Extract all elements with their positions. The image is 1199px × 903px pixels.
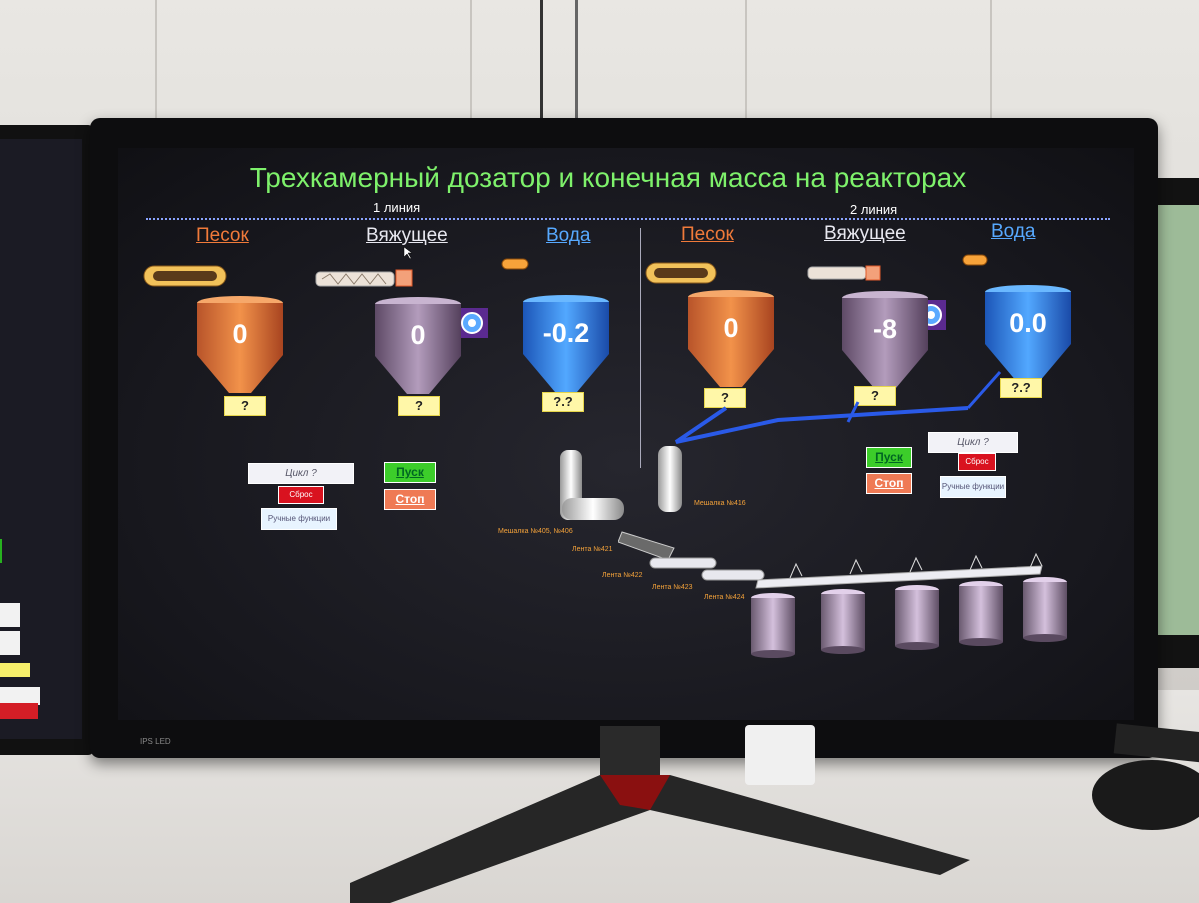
belt-422-label: Лента №422: [602, 572, 643, 579]
line2-water-valve-icon[interactable]: [961, 252, 991, 268]
belt-423-label: Лента №423: [652, 584, 693, 591]
line1-binder-label: Вяжущее: [366, 225, 448, 246]
side-green-button: [0, 539, 2, 563]
line2-binder-hopper[interactable]: -8: [840, 290, 930, 390]
line2-start-button[interactable]: Пуск: [866, 447, 912, 468]
line1-sand-label: Песок: [196, 225, 249, 246]
line1-sand-conveyor-icon[interactable]: [143, 263, 227, 289]
belt-423-icon[interactable]: [700, 568, 766, 582]
line1-label: 1 линия: [373, 200, 421, 215]
reactor-2[interactable]: [820, 588, 866, 654]
line1-start-button[interactable]: Пуск: [384, 462, 436, 483]
belt-424-icon[interactable]: [750, 552, 1050, 592]
line2-reset-button[interactable]: Сброс: [958, 453, 996, 471]
line2-binder-screw-icon[interactable]: [806, 264, 882, 282]
line1-water-hopper[interactable]: -0.2: [521, 294, 611, 394]
line1-water-valve-icon[interactable]: [500, 256, 532, 272]
hmi-title: Трехкамерный дозатор и конечная масса на…: [249, 162, 967, 193]
line1-sand-weight: ?: [224, 396, 266, 416]
header-separator: [146, 218, 1110, 220]
line2-sand-label: Песок: [681, 224, 734, 245]
left-side-monitor-screen: [0, 139, 82, 739]
line1-sand-value: 0: [232, 319, 248, 349]
line2-stop-button[interactable]: Стоп: [866, 473, 912, 494]
line2-sand-value: 0: [723, 313, 739, 343]
wall-cable: [540, 0, 543, 120]
wall-cable: [575, 0, 578, 120]
reactor-3[interactable]: [894, 584, 940, 650]
line2-water-hopper[interactable]: 0.0: [983, 284, 1073, 384]
monitor-stand-base: [350, 775, 970, 903]
line1-water-weight: ?.?: [542, 392, 584, 412]
side-yellow-box: [0, 663, 30, 677]
line2-binder-weight: ?: [854, 386, 896, 406]
reactor-4[interactable]: [958, 580, 1004, 646]
mouse-cursor-icon: [403, 246, 413, 260]
line1-reset-button[interactable]: Сброс: [278, 486, 324, 504]
side-red-button: [0, 703, 38, 719]
mixer-416-label: Мешалка №416: [694, 500, 746, 507]
line1-binder-weight: ?: [398, 396, 440, 416]
belt-421-label: Лента №421: [572, 546, 613, 553]
side-white-box: [0, 631, 20, 655]
mixer-405-406-icon[interactable]: [558, 446, 628, 524]
mouse: [1092, 760, 1199, 830]
line1-binder-screw-icon[interactable]: [314, 268, 414, 290]
line2-water-weight: ?.?: [1000, 378, 1042, 398]
line1-sand-hopper[interactable]: 0: [195, 295, 285, 395]
hmi-screen: Трехкамерный дозатор и конечная масса на…: [118, 148, 1134, 720]
line1-manual-functions-button[interactable]: Ручные функции: [261, 508, 337, 530]
line2-water-value: 0.0: [1009, 308, 1047, 338]
belt-424-label: Лента №424: [704, 594, 745, 601]
line1-binder-hopper[interactable]: 0: [373, 296, 463, 396]
line2-cycle-field[interactable]: Цикл ?: [928, 432, 1018, 453]
line2-sand-hopper[interactable]: 0: [686, 289, 776, 389]
power-strip: [745, 725, 815, 785]
line2-sand-conveyor-icon[interactable]: [645, 260, 717, 286]
line2-label: 2 линия: [850, 202, 898, 217]
line1-stop-button[interactable]: Стоп: [384, 489, 436, 510]
side-white-box: [0, 687, 40, 705]
line1-water-value: -0.2: [542, 318, 590, 348]
left-side-monitor: [0, 125, 94, 755]
line1-binder-value: 0: [410, 320, 426, 350]
belt-422-icon[interactable]: [648, 556, 718, 570]
mixer-405-406-label: Мешалка №405, №406: [498, 528, 573, 535]
line2-binder-label: Вяжущее: [824, 223, 906, 244]
reactor-5[interactable]: [1022, 576, 1068, 642]
line1-binder-aerator-icon[interactable]: [456, 308, 488, 338]
line1-cycle-field[interactable]: Цикл ?: [248, 463, 354, 484]
line2-water-label: Вода: [991, 221, 1036, 242]
line-divider: [640, 228, 641, 468]
line2-feed-pipes: [674, 371, 1002, 444]
side-white-box: [0, 603, 20, 627]
mixer-416-icon[interactable]: [656, 444, 686, 516]
line2-binder-value: -8: [872, 314, 897, 344]
panel-type-label: IPS LED: [140, 737, 171, 746]
line2-manual-functions-button[interactable]: Ручные функции: [940, 476, 1006, 498]
line1-water-label: Вода: [546, 225, 591, 246]
reactor-1[interactable]: [750, 592, 796, 658]
